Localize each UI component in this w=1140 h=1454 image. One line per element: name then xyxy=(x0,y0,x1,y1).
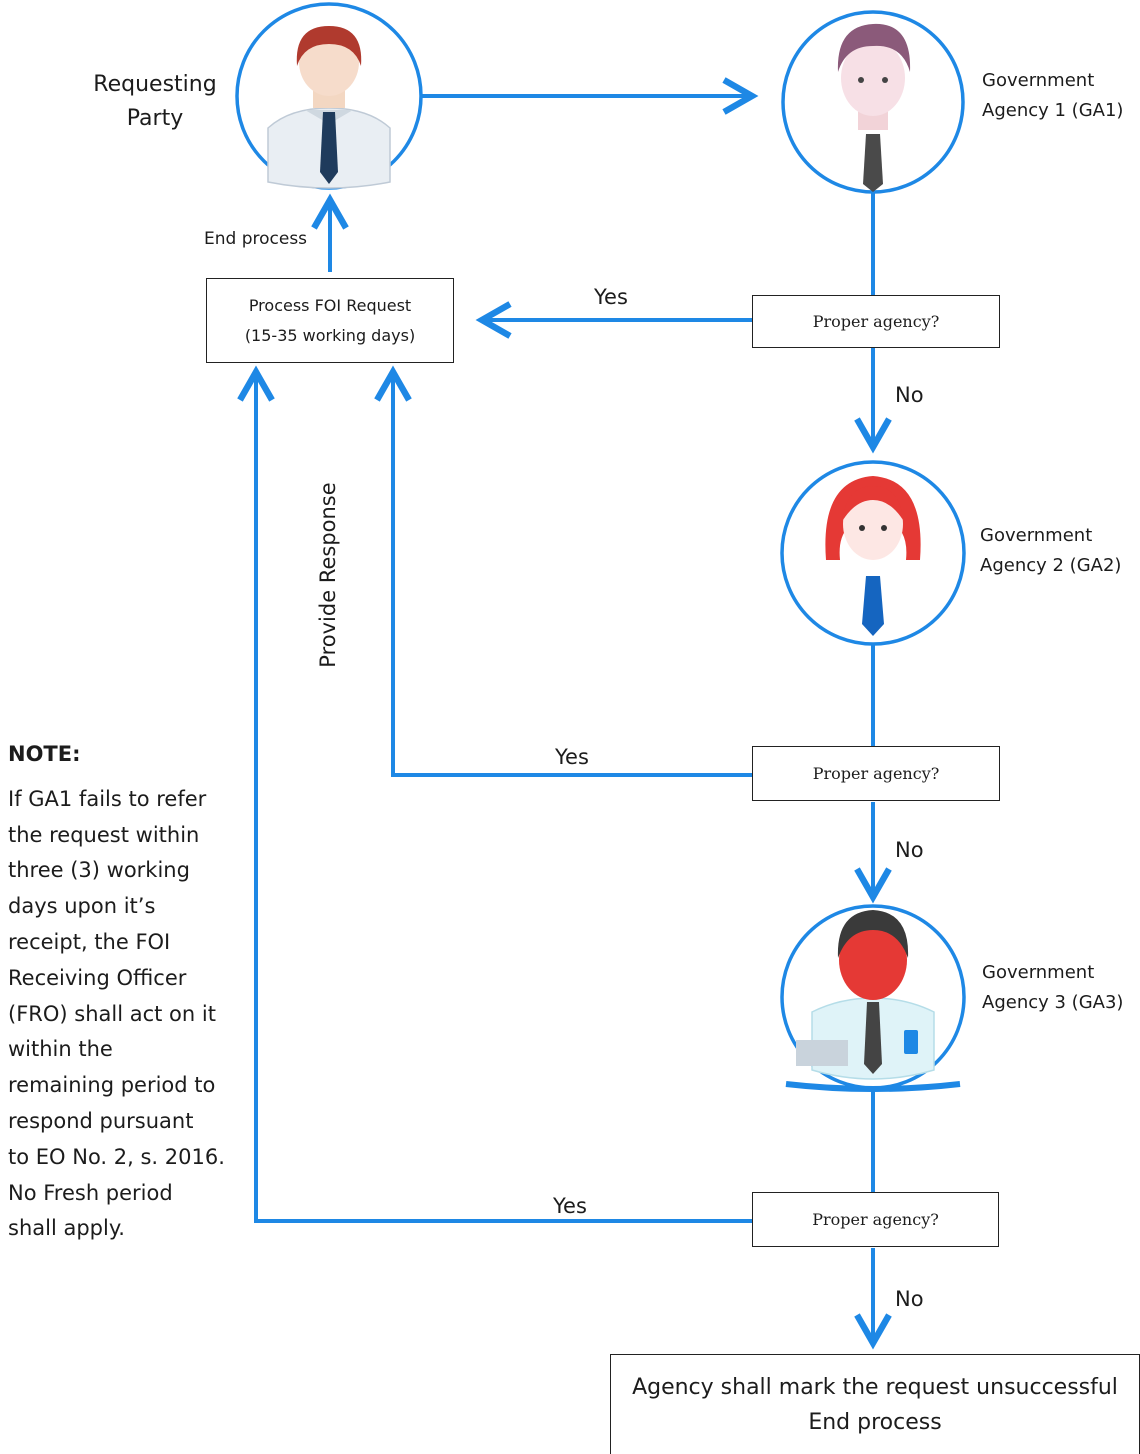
decision-box-ga2-label: Proper agency? xyxy=(812,764,940,783)
ga2-label: Government Agency 2 (GA2) xyxy=(980,521,1121,581)
requesting-party-label: Requesting Party xyxy=(92,68,218,136)
no-label-3: No xyxy=(895,1287,924,1311)
ga2-avatar xyxy=(780,460,966,646)
note-line: the request within xyxy=(8,822,200,847)
note-line: (FRO) shall act on it xyxy=(8,1001,216,1026)
ga1-label-line1: Government xyxy=(982,70,1095,91)
requesting-party-avatar xyxy=(235,2,423,190)
note-block: NOTE: If GA1 fails to refer the request … xyxy=(8,737,248,1247)
decision-box-ga1-label: Proper agency? xyxy=(812,312,940,331)
decision-box-ga2: Proper agency? xyxy=(752,746,1000,801)
note-line: three (3) working xyxy=(8,858,190,883)
note-line: If GA1 fails to refer xyxy=(8,786,207,811)
provide-response-label: Provide Response xyxy=(316,482,340,668)
note-line: Receiving Officer xyxy=(8,965,187,990)
yes-label-2: Yes xyxy=(555,745,589,769)
note-line: respond pursuant xyxy=(8,1108,194,1133)
note-title: NOTE: xyxy=(8,742,81,766)
arrow-decision3-yes-to-process xyxy=(237,365,752,1223)
note-line: remaining period to xyxy=(8,1073,216,1098)
final-box-line1: Agency shall mark the request unsuccessf… xyxy=(632,1374,1118,1400)
ga1-label: Government Agency 1 (GA1) xyxy=(982,66,1123,126)
process-box-line2: (15-35 working days) xyxy=(244,325,416,345)
ga3-label: Government Agency 3 (GA3) xyxy=(982,958,1123,1018)
ga1-avatar xyxy=(781,10,965,194)
ga2-label-line1: Government xyxy=(980,525,1093,546)
note-line: days upon it’s xyxy=(8,894,156,919)
note-line: No Fresh period xyxy=(8,1180,173,1205)
process-box-line1: Process FOI Request xyxy=(248,295,412,315)
note-line: within the xyxy=(8,1037,113,1062)
note-line: shall apply. xyxy=(8,1216,125,1241)
arrow-decision2-yes-to-process xyxy=(374,365,752,777)
yes-label-1: Yes xyxy=(594,285,628,309)
requesting-party-label-line2: Party xyxy=(126,106,184,131)
decision-box-ga3-label: Proper agency? xyxy=(812,1210,939,1229)
yes-label-3: Yes xyxy=(553,1194,587,1218)
no-label-2: No xyxy=(895,838,924,862)
process-foi-request-box: Process FOI Request (15-35 working days) xyxy=(206,278,454,363)
note-line: receipt, the FOI xyxy=(8,929,171,954)
ga3-avatar xyxy=(780,904,966,1092)
final-box-line2: End process xyxy=(808,1409,942,1435)
decision-box-ga3: Proper agency? xyxy=(752,1192,999,1247)
ga1-label-line2: Agency 1 (GA1) xyxy=(982,100,1124,121)
ga2-label-line2: Agency 2 (GA2) xyxy=(980,555,1122,576)
requesting-party-label-line1: Requesting xyxy=(93,72,217,97)
decision-box-ga1: Proper agency? xyxy=(752,295,1000,348)
no-label-1: No xyxy=(895,383,924,407)
ga3-label-line2: Agency 3 (GA3) xyxy=(982,992,1124,1013)
end-process-label: End process xyxy=(204,229,308,249)
note-line: to EO No. 2, s. 2016. xyxy=(8,1144,225,1169)
final-unsuccessful-box: Agency shall mark the request unsuccessf… xyxy=(610,1354,1140,1454)
ga3-label-line1: Government xyxy=(982,962,1095,983)
